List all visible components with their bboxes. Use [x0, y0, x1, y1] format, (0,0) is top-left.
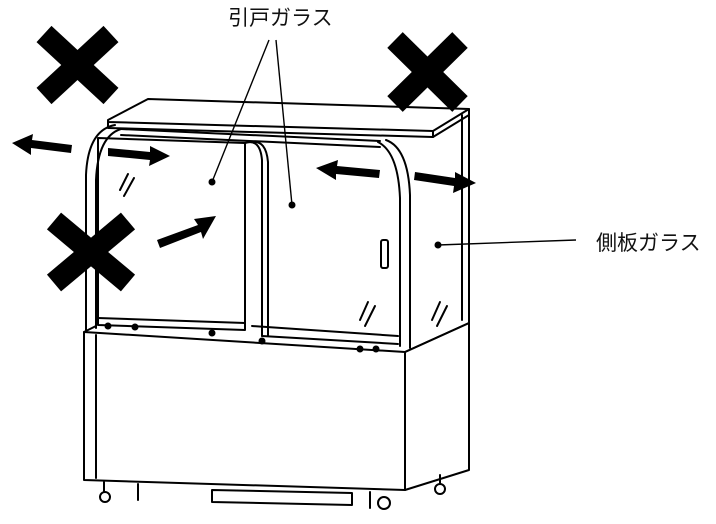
arrow-icon — [414, 172, 476, 193]
label-sliding-door-glass: 引戸ガラス — [228, 6, 333, 30]
arrow-icon — [108, 146, 170, 166]
cross-mark-icon — [46, 212, 136, 292]
cross-mark-icon — [387, 32, 468, 112]
leader-line-door-left — [211, 39, 270, 183]
arrow-icon — [157, 216, 216, 248]
right-curved-frame — [385, 139, 411, 349]
door-handle — [380, 239, 389, 269]
leader-line-side — [437, 239, 577, 246]
arrow-icon — [316, 160, 380, 180]
drain-box — [211, 489, 353, 506]
left-curved-frame — [85, 124, 116, 331]
leader-line-door-right — [275, 39, 293, 206]
arrow-icon — [12, 134, 72, 155]
label-side-panel-glass: 側板ガラス — [596, 231, 701, 255]
top-lid — [107, 98, 470, 132]
sliding-door-right — [244, 141, 263, 337]
base-cabinet — [83, 331, 406, 491]
cross-mark-icon — [36, 25, 119, 105]
